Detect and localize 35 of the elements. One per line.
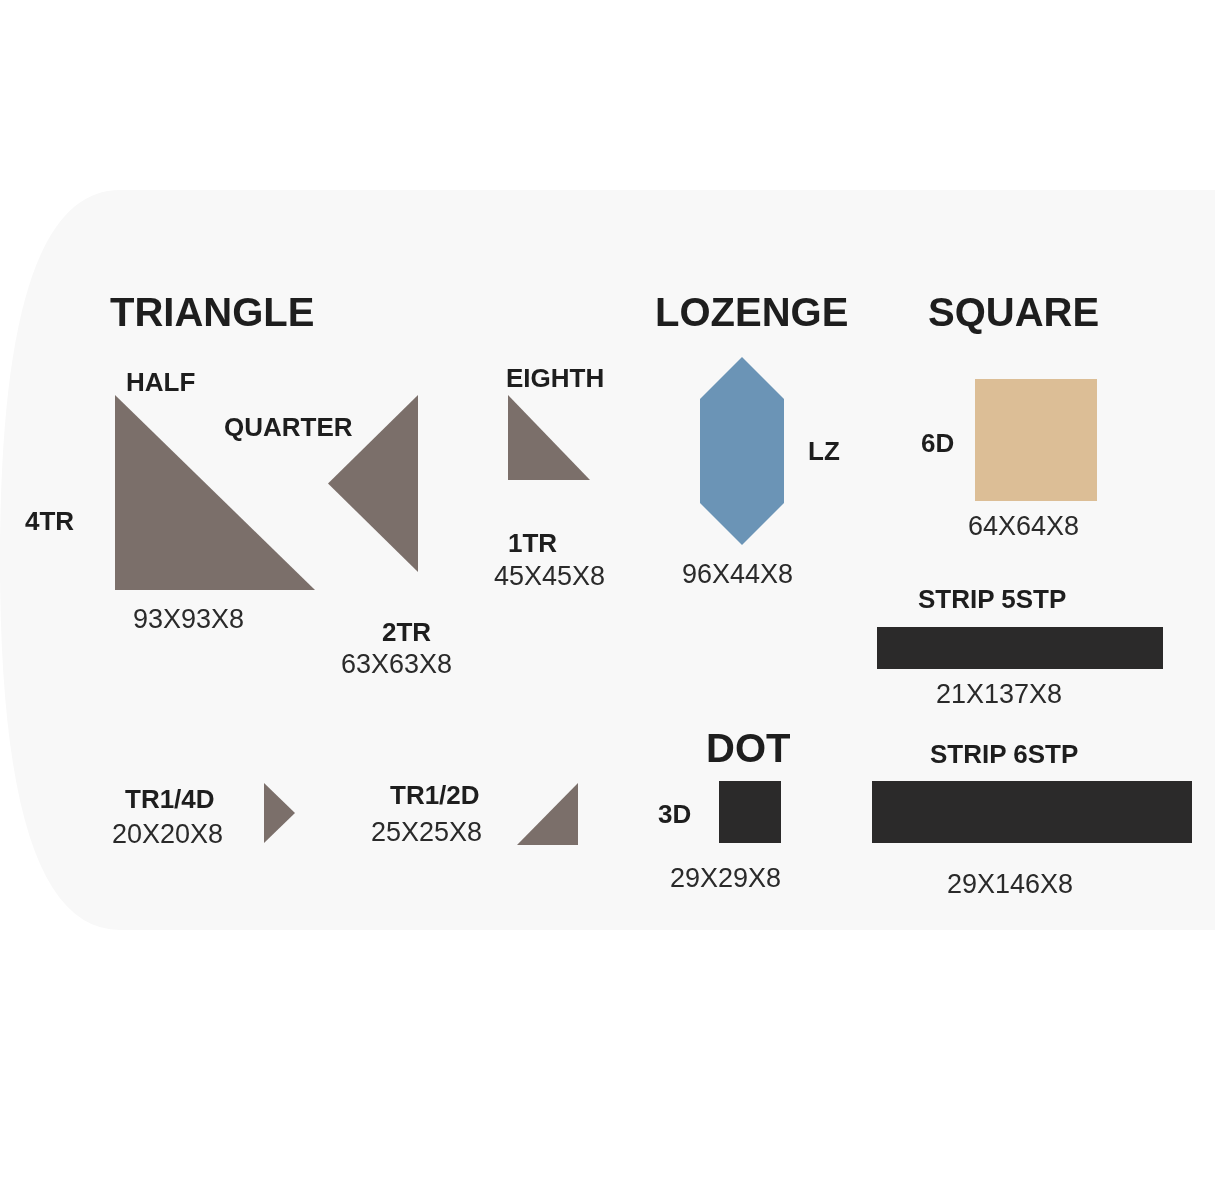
category-heading: SQUARE <box>928 290 1100 334</box>
dimension-text: 29X29X8 <box>670 864 782 894</box>
tile-code: STRIP 5STP <box>918 585 1067 614</box>
dimension-text: 45X45X8 <box>494 562 606 592</box>
category-heading: DOT <box>706 726 791 770</box>
triangle-tile <box>508 395 590 480</box>
tile-code: 3D <box>658 800 692 829</box>
tile-code: 4TR <box>25 507 75 536</box>
tile-code: TR1/4D <box>125 785 215 814</box>
dimension-text: 64X64X8 <box>968 512 1080 542</box>
square-tile <box>719 781 781 843</box>
dimension-text: 20X20X8 <box>112 820 224 850</box>
strip-tile <box>877 627 1163 669</box>
dimension-text: 25X25X8 <box>371 818 483 848</box>
triangle-tile <box>517 783 578 845</box>
square-tile <box>975 379 1097 501</box>
dimension-text: 29X146X8 <box>947 870 1074 900</box>
tile-code: LZ <box>808 437 840 466</box>
dimension-text: 96X44X8 <box>682 560 794 590</box>
tile-code: 1TR <box>508 529 558 558</box>
lozenge-tile <box>700 357 784 545</box>
tile-name: EIGHTH <box>506 364 605 393</box>
dimension-text: 93X93X8 <box>133 605 245 635</box>
category-heading: LOZENGE <box>655 290 849 334</box>
strip-tile <box>872 781 1192 843</box>
triangle-tile <box>264 783 295 843</box>
tile-code: STRIP 6STP <box>930 740 1079 769</box>
tile-name: QUARTER <box>224 413 353 442</box>
tile-code: 6D <box>921 429 955 458</box>
dimension-text: 63X63X8 <box>341 650 453 680</box>
tile-code: TR1/2D <box>390 781 480 810</box>
category-heading: TRIANGLE <box>110 290 315 334</box>
tile-name: HALF <box>126 368 196 397</box>
dimension-text: 21X137X8 <box>936 680 1063 710</box>
tile-code: 2TR <box>382 618 432 647</box>
